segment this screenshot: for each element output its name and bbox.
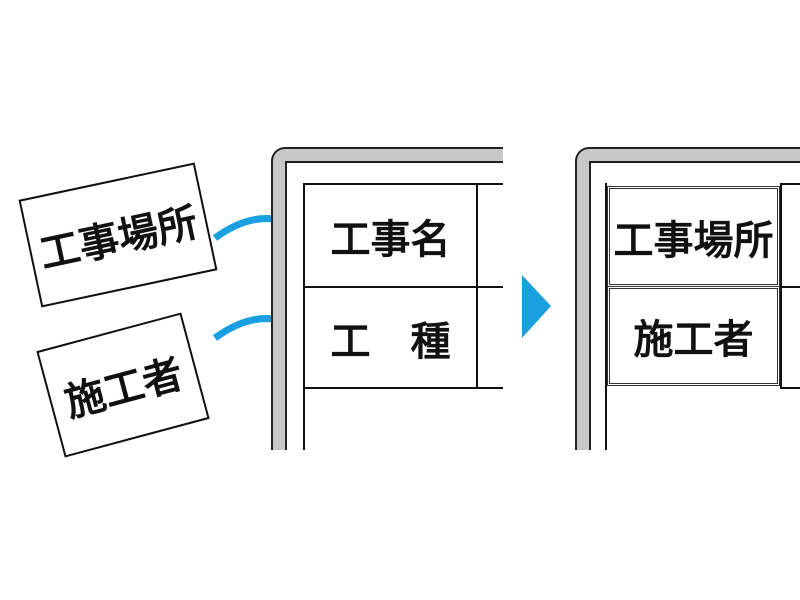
board-before <box>271 147 503 450</box>
board-after <box>575 147 800 450</box>
next-triangle-icon <box>522 275 551 338</box>
after-row-contractor: 施工者 <box>607 286 780 386</box>
before-row-title: 工事名 <box>303 183 478 288</box>
before-row-type: 工 種 <box>303 286 478 389</box>
after-row-site: 工事場所 <box>607 186 780 287</box>
